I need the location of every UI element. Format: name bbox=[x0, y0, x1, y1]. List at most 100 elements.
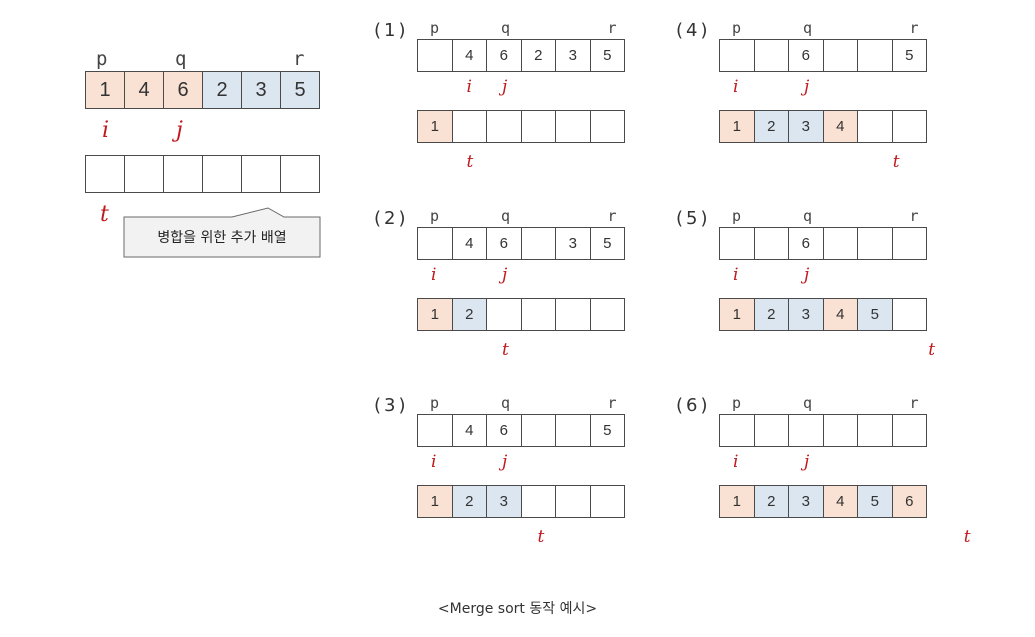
temp-cell: 1 bbox=[417, 485, 453, 518]
array-cell: 4 bbox=[451, 414, 487, 447]
temp-cell bbox=[857, 110, 893, 143]
array-cell: 5 bbox=[891, 39, 927, 72]
array-cell bbox=[719, 39, 755, 72]
array-cell: 5 bbox=[589, 414, 625, 447]
index-label-q: q bbox=[803, 394, 813, 412]
temp-cell: 1 bbox=[719, 298, 755, 331]
array-cell bbox=[719, 227, 755, 260]
array-cell bbox=[719, 414, 755, 447]
array-cell bbox=[822, 414, 858, 447]
temp-cell bbox=[589, 298, 625, 331]
array-cell bbox=[891, 227, 927, 260]
temp-cell: 2 bbox=[451, 485, 487, 518]
source-array bbox=[719, 414, 927, 447]
pointer-t: t bbox=[537, 527, 545, 547]
temp-cell bbox=[891, 298, 927, 331]
array-cell: 4 bbox=[451, 39, 487, 72]
array-cell bbox=[417, 227, 453, 260]
index-label-r: r bbox=[607, 207, 617, 225]
array-cell bbox=[857, 414, 893, 447]
pointer-i: i bbox=[733, 452, 739, 472]
temp-cell: 1 bbox=[719, 110, 755, 143]
callout-text: 병합을 위한 추가 배열 bbox=[157, 230, 287, 246]
temp-cell bbox=[202, 155, 242, 193]
index-label-r: r bbox=[607, 19, 617, 37]
array-cell: 6 bbox=[486, 39, 522, 72]
array-cell bbox=[753, 39, 789, 72]
temp-cell bbox=[280, 155, 320, 193]
temp-cell: 3 bbox=[788, 110, 824, 143]
pointer-j: j bbox=[804, 452, 810, 472]
temp-cell bbox=[486, 110, 522, 143]
temp-cell bbox=[555, 298, 591, 331]
pointer-i: i bbox=[466, 77, 472, 97]
array-cell: 4 bbox=[451, 227, 487, 260]
pointer-j: j bbox=[176, 118, 183, 143]
temp-cell bbox=[555, 485, 591, 518]
array-cell: 5 bbox=[589, 39, 625, 72]
index-label-r: r bbox=[293, 48, 305, 70]
index-label-p: p bbox=[96, 48, 108, 70]
index-label-q: q bbox=[501, 394, 511, 412]
temp-cell: 6 bbox=[891, 485, 927, 518]
temp-cell: 2 bbox=[753, 298, 789, 331]
array-cell: 6 bbox=[486, 414, 522, 447]
array-cell: 3 bbox=[555, 39, 591, 72]
pointer-t: t bbox=[100, 202, 109, 227]
array-cell bbox=[891, 414, 927, 447]
array-cell: 6 bbox=[163, 71, 203, 109]
pointer-j: j bbox=[804, 265, 810, 285]
temp-cell: 4 bbox=[822, 298, 858, 331]
step-label: (2) bbox=[374, 208, 409, 229]
pointer-i: i bbox=[431, 452, 437, 472]
step-label: (5) bbox=[676, 208, 711, 229]
temp-cell bbox=[520, 485, 556, 518]
temp-cell: 1 bbox=[417, 298, 453, 331]
array-cell: 6 bbox=[788, 227, 824, 260]
temp-cell: 2 bbox=[451, 298, 487, 331]
array-cell bbox=[417, 39, 453, 72]
temp-cell bbox=[486, 298, 522, 331]
temp-cell: 5 bbox=[857, 298, 893, 331]
array-cell bbox=[822, 39, 858, 72]
temp-cell: 2 bbox=[753, 110, 789, 143]
temp-cell bbox=[124, 155, 164, 193]
array-cell: 2 bbox=[202, 71, 242, 109]
index-label-p: p bbox=[430, 207, 440, 225]
pointer-t: t bbox=[928, 340, 936, 360]
temp-cell bbox=[520, 110, 556, 143]
array-cell bbox=[555, 414, 591, 447]
temp-cell: 2 bbox=[753, 485, 789, 518]
temp-cell bbox=[163, 155, 203, 193]
index-label-p: p bbox=[732, 207, 742, 225]
index-label-r: r bbox=[909, 394, 919, 412]
callout-shape bbox=[123, 207, 321, 258]
array-cell bbox=[520, 414, 556, 447]
temp-cell: 4 bbox=[822, 485, 858, 518]
array-cell: 2 bbox=[520, 39, 556, 72]
index-label-q: q bbox=[175, 48, 187, 70]
temp-cell bbox=[520, 298, 556, 331]
temp-cell: 1 bbox=[417, 110, 453, 143]
pointer-j: j bbox=[502, 77, 508, 97]
temp-cell bbox=[85, 155, 125, 193]
merged-array: 1 bbox=[417, 110, 625, 143]
array-cell bbox=[857, 227, 893, 260]
array-cell: 3 bbox=[555, 227, 591, 260]
array-cell bbox=[753, 414, 789, 447]
array-cell: 5 bbox=[589, 227, 625, 260]
temp-cell: 3 bbox=[788, 485, 824, 518]
index-label-r: r bbox=[909, 19, 919, 37]
source-array: 6 bbox=[719, 227, 927, 260]
step-label: (4) bbox=[676, 20, 711, 41]
array-cell: 5 bbox=[280, 71, 320, 109]
